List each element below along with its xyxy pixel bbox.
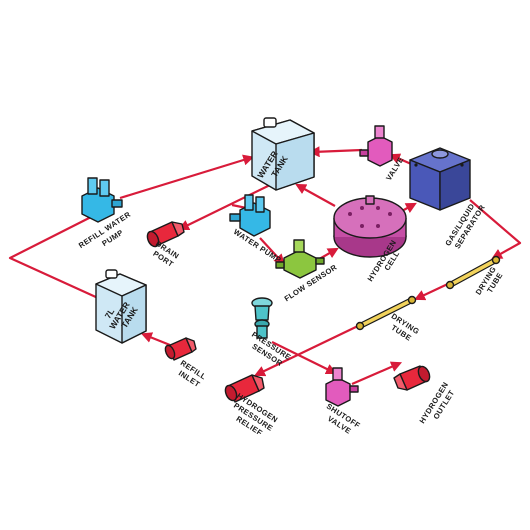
drain-port	[146, 221, 185, 248]
shutoff-valve	[325, 367, 359, 407]
water-pump	[229, 194, 271, 237]
water-tank: WATER TANK	[251, 117, 315, 191]
refill-water-pump	[81, 177, 123, 223]
pipe-water-tank-to-drain	[178, 184, 271, 231]
valve	[359, 125, 393, 167]
pipe-inlet-to-tank7l	[140, 332, 171, 347]
gas-liquid-separator	[409, 147, 471, 211]
pressure-sensor	[251, 297, 273, 339]
pipe-valve-to-water-tank	[308, 146, 363, 158]
pipe-separator-to-drying-right	[469, 199, 522, 260]
pipe-cell-to-water-tank	[295, 183, 336, 207]
pipe-refill-pump-to-water-tank	[119, 154, 255, 200]
hydrogen-cell	[333, 195, 407, 258]
pipe-shutoff-to-outlet	[351, 361, 403, 386]
flow-sensor	[275, 239, 325, 279]
seven-liter-tank: 7L WATER TANK	[95, 269, 147, 344]
seven-liter-tank-label-1: 7L	[103, 307, 117, 321]
pipe-water-pump-to-flow-sensor	[259, 237, 285, 266]
hydrogen-pressure-relief	[224, 374, 265, 403]
pipe-tank7l-to-refill-pump	[8, 214, 99, 300]
refill-inlet	[164, 337, 197, 361]
drying-tube-right	[445, 255, 501, 290]
hydrogen-outlet	[393, 365, 431, 391]
pipe-sensor-to-shutoff	[271, 341, 337, 375]
pipe-drying-center-to-relief	[254, 324, 361, 377]
drying-tube-center	[355, 295, 417, 331]
